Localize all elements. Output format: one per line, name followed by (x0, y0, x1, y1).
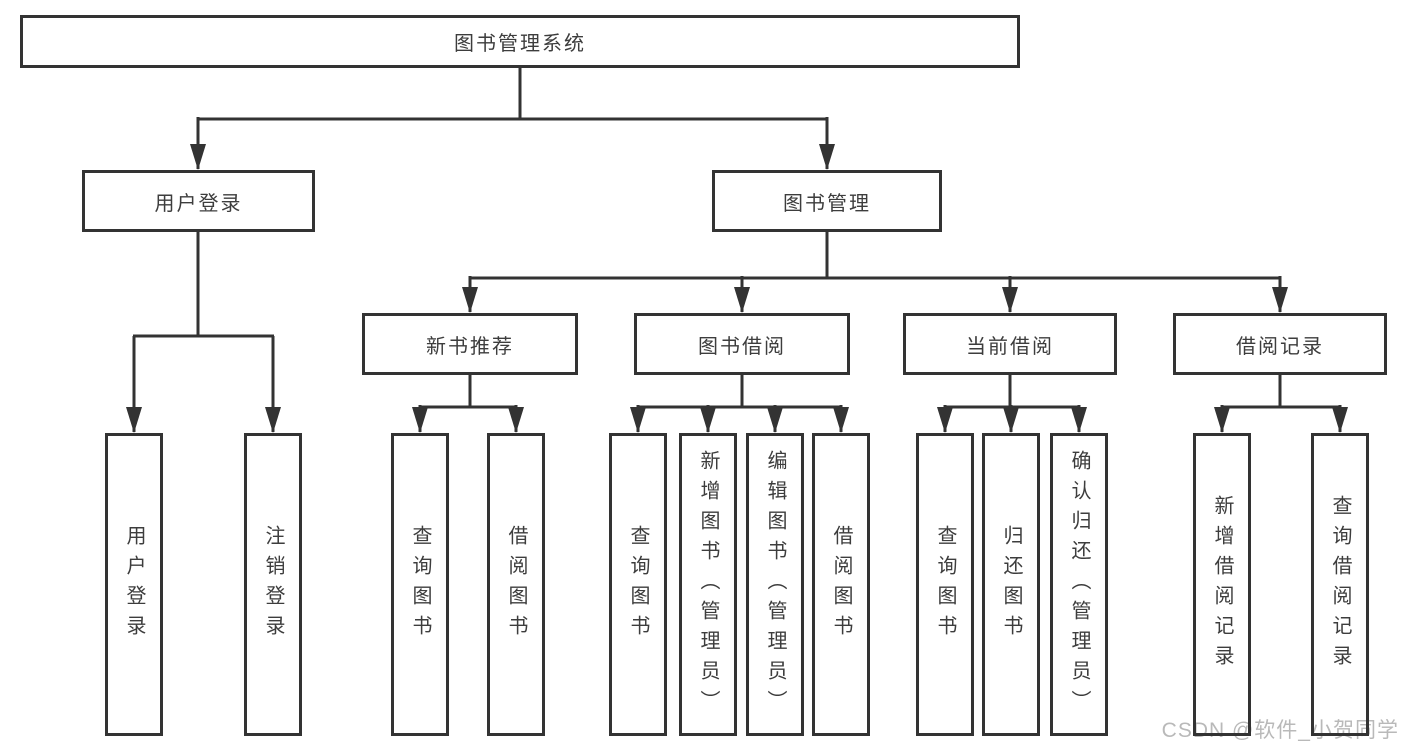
leaf-query-borrow-record: 查询借阅记录 (1311, 433, 1369, 736)
leaf-query-books-2: 查询图书 (609, 433, 667, 736)
node-user-login: 用户登录 (82, 170, 315, 232)
node-label: 查询图书 (934, 524, 956, 645)
leaf-query-books-3: 查询图书 (916, 433, 974, 736)
leaf-add-borrow-record: 新增借阅记录 (1193, 433, 1251, 736)
leaf-borrow-books-1: 借阅图书 (487, 433, 545, 736)
node-borrowing-records: 借阅记录 (1173, 313, 1387, 375)
node-label: 确认归还（管理员） (1068, 449, 1090, 720)
node-label: 编辑图书（管理员） (764, 449, 786, 720)
node-label: 查询图书 (627, 524, 649, 645)
leaf-return-books: 归还图书 (982, 433, 1040, 736)
node-label: 新增借阅记录 (1211, 494, 1233, 675)
node-label: 借阅图书 (505, 524, 527, 645)
leaf-query-books-1: 查询图书 (391, 433, 449, 736)
node-label: 新增图书（管理员） (697, 449, 719, 720)
node-label: 用户登录 (154, 192, 243, 215)
watermark-text: CSDN @软件_小贺同学 (1161, 719, 1399, 742)
node-label: 借阅记录 (1236, 335, 1324, 358)
leaf-borrow-books-2: 借阅图书 (812, 433, 870, 736)
node-book-management: 图书管理 (712, 170, 942, 232)
leaf-add-book-admin: 新增图书（管理员） (679, 433, 737, 736)
node-label: 归还图书 (1000, 524, 1022, 645)
node-new-book-recommendation: 新书推荐 (362, 313, 578, 375)
node-label: 当前借阅 (966, 335, 1054, 358)
node-label: 查询图书 (409, 524, 431, 645)
leaf-logout: 注销登录 (244, 433, 302, 736)
node-label: 图书借阅 (698, 335, 786, 358)
leaf-user-login: 用户登录 (105, 433, 163, 736)
node-label: 借阅图书 (830, 524, 852, 645)
node-label: 注销登录 (262, 524, 284, 645)
leaf-confirm-return-admin: 确认归还（管理员） (1050, 433, 1108, 736)
node-library-system: 图书管理系统 (20, 15, 1020, 68)
leaf-edit-book-admin: 编辑图书（管理员） (746, 433, 804, 736)
node-current-borrowing: 当前借阅 (903, 313, 1117, 375)
node-label: 用户登录 (123, 524, 145, 645)
node-label: 图书管理系统 (454, 33, 586, 55)
node-label: 查询借阅记录 (1329, 494, 1351, 675)
node-label: 新书推荐 (426, 335, 514, 358)
node-label: 图书管理 (783, 192, 871, 215)
node-book-borrowing: 图书借阅 (634, 313, 850, 375)
